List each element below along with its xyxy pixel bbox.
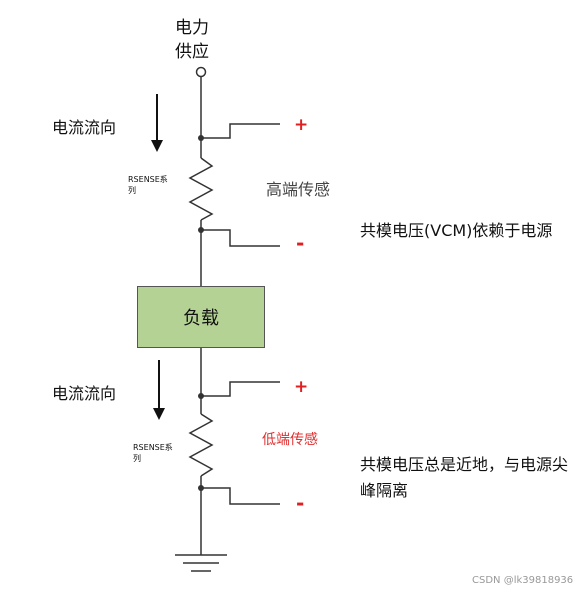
minus-sign-bottom: - — [296, 491, 305, 515]
power-supply-label: 电力供应 — [175, 18, 209, 62]
ground-icon — [175, 554, 227, 572]
low-side-sensing-label: 低端传感 — [262, 432, 318, 448]
plus-sign-top: + — [294, 115, 309, 135]
resistor-bottom — [188, 413, 214, 477]
tap-minus-bottom — [201, 487, 280, 505]
tap-minus-top — [201, 229, 280, 247]
rsense-label-top: RSENSE系列 — [128, 175, 168, 195]
plus-sign-bottom: + — [294, 377, 309, 397]
resistor-top — [188, 157, 214, 221]
supply-terminal — [195, 66, 207, 78]
watermark: CSDN @lk39818936 — [472, 575, 574, 586]
current-direction-label-bottom: 电流流向 — [52, 384, 117, 403]
rsense-label-bottom: RSENSE系列 — [133, 443, 173, 463]
tap-plus-top — [201, 123, 280, 139]
common-mode-high-note: 共模电压(VCM)依赖于电源 — [360, 221, 553, 240]
arrow-down-icon — [151, 94, 163, 152]
high-side-sensing-label: 高端传感 — [266, 180, 331, 199]
minus-sign-top: - — [296, 231, 305, 255]
current-direction-label-top: 电流流向 — [52, 118, 117, 137]
tap-plus-bottom — [201, 381, 280, 397]
arrow-down-icon — [153, 360, 165, 420]
load-box: 负载 — [137, 286, 265, 348]
common-mode-low-note: 共模电压总是近地，与电源尖峰隔离 — [360, 455, 569, 500]
